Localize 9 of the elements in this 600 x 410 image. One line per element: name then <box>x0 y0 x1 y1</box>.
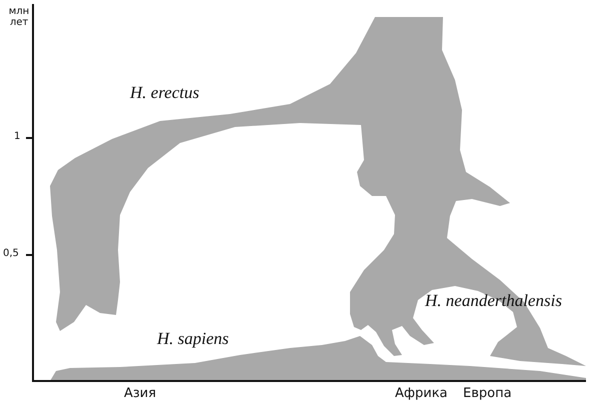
species-label: H. neanderthalensis <box>425 291 562 311</box>
tick-label: 1 <box>14 131 20 142</box>
species-label: H. erectus <box>130 83 200 103</box>
region-label: Европа <box>463 386 512 401</box>
region-label: Африка <box>395 386 448 401</box>
tick-label: 0,5 <box>3 248 19 259</box>
axis-unit: млн лет <box>8 6 30 28</box>
region-label: Азия <box>124 386 156 401</box>
species-label: H. sapiens <box>157 329 229 349</box>
